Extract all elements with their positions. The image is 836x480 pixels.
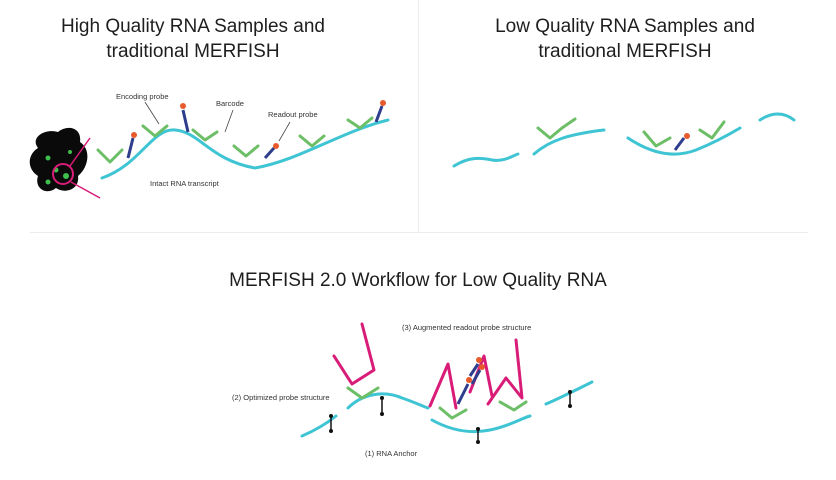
anchor-dot <box>476 427 480 431</box>
anchor-dot <box>568 390 572 394</box>
label-anchor: (1) RNA Anchor <box>365 449 418 458</box>
panel-high-quality: High Quality RNA Samples and traditional… <box>0 0 418 232</box>
encoding-probe <box>141 124 169 138</box>
panel-title-high-quality: High Quality RNA Samples and traditional… <box>58 14 328 64</box>
readout-probe-stem <box>181 109 190 133</box>
label-transcript: Intact RNA transcript <box>150 179 220 188</box>
title-line-1: Low Quality RNA Samples and <box>495 16 755 37</box>
cell-spot <box>45 179 51 185</box>
cell-spot <box>68 150 72 154</box>
rna-fragment <box>758 112 796 122</box>
encoding-probe <box>191 128 219 142</box>
zoom-line-top <box>69 137 91 167</box>
readout-probe <box>466 377 472 383</box>
vertical-divider <box>418 0 419 232</box>
panel-merfish-2: MERFISH 2.0 Workflow for Low Quality RNA <box>0 234 836 480</box>
rna-fragment <box>544 380 594 406</box>
readout-probe-stem <box>374 105 384 123</box>
panel-title-merfish-2: MERFISH 2.0 Workflow for Low Quality RNA <box>229 270 607 291</box>
readout-probe <box>684 133 690 139</box>
optimized-probe <box>438 406 468 420</box>
readout-probe-stem <box>456 383 470 405</box>
rna-fragment <box>626 126 742 156</box>
readout-probe <box>380 100 386 106</box>
encoding-probe <box>642 130 672 148</box>
zoom-circle <box>52 163 74 185</box>
encoding-probe <box>232 144 260 158</box>
readout-probe <box>273 143 279 149</box>
rna-fragment <box>532 128 606 156</box>
high-quality-diagram: Encoding probe Barcode Readout probe Int… <box>29 92 390 199</box>
cell-spot <box>63 173 69 179</box>
rna-transcript <box>100 118 390 180</box>
tissue-cell-icon <box>29 127 88 192</box>
readout-probe-stem <box>126 137 135 159</box>
label-readout-probe: Readout probe <box>268 110 318 119</box>
readout-probe <box>476 357 482 363</box>
panel-title-low-quality: Low Quality RNA Samples and traditional … <box>490 14 760 64</box>
readout-probe <box>479 364 485 370</box>
encoding-probe <box>96 148 124 164</box>
readout-probe-stem <box>263 146 276 160</box>
title-line-1: High Quality RNA Samples and <box>60 16 325 37</box>
label-augmented: (3) Augmented readout probe structure <box>402 323 531 332</box>
anchor-dot <box>568 404 572 408</box>
cell-spot <box>45 155 51 161</box>
anchor-dot <box>329 414 333 418</box>
optimized-probe <box>498 400 528 412</box>
leader-line <box>278 121 291 142</box>
anchor-dot <box>380 396 384 400</box>
anchor-dot <box>476 440 480 444</box>
merfish-2-diagram: (3) Augmented readout probe structure (2… <box>232 322 594 458</box>
zoom-line-bottom <box>70 181 101 199</box>
readout-probe-stem <box>468 363 480 377</box>
augmented-readout-probe <box>332 322 376 386</box>
leader-line <box>224 109 234 133</box>
label-optimized: (2) Optimized probe structure <box>232 393 330 402</box>
title-line-2: traditional MERFISH <box>106 41 280 62</box>
horizontal-divider <box>30 232 808 233</box>
panel-low-quality: Low Quality RNA Samples and traditional … <box>420 0 836 232</box>
anchor-dot <box>329 429 333 433</box>
label-barcode: Barcode <box>216 99 244 108</box>
encoding-probe <box>698 120 726 140</box>
anchor-dot <box>380 412 384 416</box>
readout-probe-stem <box>673 137 686 151</box>
optimized-probe <box>346 386 380 400</box>
rna-fragment <box>430 414 532 434</box>
readout-probe <box>180 103 186 109</box>
encoding-probe <box>298 134 326 148</box>
encoding-probe <box>536 117 577 140</box>
readout-probe <box>131 132 137 138</box>
readout-probe-stem <box>470 369 482 385</box>
rna-fragment <box>452 152 520 168</box>
augmented-readout-probe <box>486 338 524 406</box>
low-quality-diagram <box>452 112 796 168</box>
rna-fragment <box>300 414 338 438</box>
augmented-readout-probe <box>428 362 458 410</box>
title-line-2: traditional MERFISH <box>538 41 712 62</box>
encoding-probe <box>346 116 374 130</box>
label-encoding-probe: Encoding probe <box>116 92 169 101</box>
leader-line <box>144 101 160 125</box>
